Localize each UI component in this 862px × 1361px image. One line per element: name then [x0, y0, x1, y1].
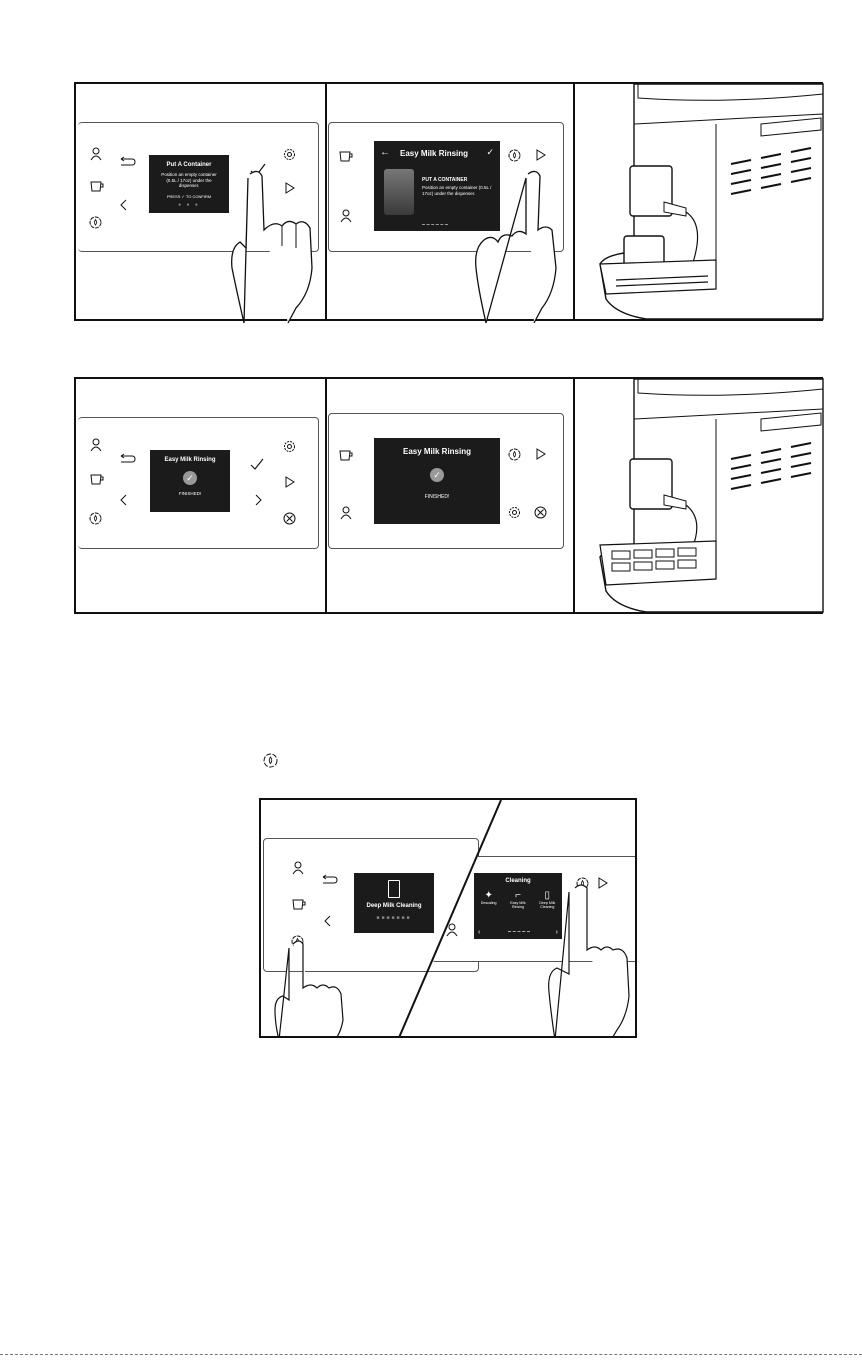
screen-message: Position an empty container (0.5L / 17oz…	[422, 185, 492, 196]
user-icon[interactable]	[90, 147, 102, 161]
page-dots: ■■■■■■■	[376, 915, 412, 921]
container-illustration	[384, 169, 414, 215]
display-screen: Deep Milk Cleaning ■■■■■■■	[354, 873, 434, 933]
menu-item-label: Descaling	[480, 901, 497, 905]
split-divider	[261, 800, 635, 1036]
row2-illustration-frame: Easy Milk Rinsing ✓ FINISHED! Easy Milk …	[74, 377, 824, 614]
screen-title: Deep Milk Cleaning	[366, 903, 422, 909]
row3-illustration-frame: Deep Milk Cleaning ■■■■■■■ Cleaning ✦ De…	[259, 798, 637, 1038]
row2-divider-1	[325, 379, 327, 612]
pointing-hand-icon	[547, 884, 635, 1036]
coffee-machine-illustration	[576, 83, 824, 320]
check-icon[interactable]	[250, 458, 264, 470]
play-icon[interactable]	[598, 877, 608, 889]
menu-item-label: Easy Milk Rinsing	[510, 901, 526, 909]
descaling-icon: ✦	[484, 890, 493, 901]
status-text: FINISHED!	[424, 494, 450, 500]
gear-icon[interactable]	[283, 148, 296, 161]
right-half: Cleaning ✦ Descaling ⌐ Easy Milk Rinsing…	[400, 800, 635, 1036]
cup-icon[interactable]	[339, 450, 353, 462]
display-screen: Put A Container Position an empty contai…	[149, 155, 229, 213]
play-icon[interactable]	[285, 476, 295, 488]
clean-cycle-icon[interactable]	[508, 149, 521, 162]
cup-icon[interactable]	[90, 474, 104, 486]
menu-item-label: Deep Milk Cleaning	[539, 901, 556, 909]
clean-cycle-icon[interactable]	[89, 216, 102, 229]
cup-icon[interactable]	[339, 151, 353, 163]
display-screen: Easy Milk Rinsing ✓ FINISHED!	[150, 450, 230, 512]
menu-item-easy-milk-rinsing[interactable]: ⌐ Easy Milk Rinsing	[505, 890, 531, 909]
check-icon: ✓	[181, 193, 185, 199]
page-dots: ● ● ●	[178, 202, 200, 208]
control-panel: Easy Milk Rinsing ✓ FINISHED!	[328, 413, 564, 549]
user-icon[interactable]	[90, 438, 102, 452]
back-arrow-icon[interactable]: ←	[380, 147, 390, 158]
confirm-label: TO CONFIRM	[185, 193, 212, 199]
play-icon[interactable]	[536, 149, 546, 161]
pointing-hand-icon	[226, 168, 321, 324]
return-arrow-icon[interactable]	[118, 156, 136, 167]
chevron-left-icon[interactable]: ‹	[478, 929, 481, 936]
control-panel: Easy Milk Rinsing ✓ FINISHED!	[78, 417, 319, 549]
chevron-left-icon[interactable]	[324, 915, 332, 927]
chevron-left-icon[interactable]	[120, 199, 128, 211]
play-icon[interactable]	[285, 182, 295, 194]
gear-icon[interactable]	[508, 506, 521, 519]
return-arrow-icon[interactable]	[320, 874, 338, 885]
control-panel: Cleaning ✦ Descaling ⌐ Easy Milk Rinsing…	[431, 856, 635, 962]
press-label: PRESS	[166, 193, 181, 199]
page-bottom-edge	[0, 1354, 862, 1355]
play-icon[interactable]	[536, 448, 546, 460]
row2-divider-2	[573, 379, 575, 612]
screen-title: Put A Container	[166, 162, 212, 168]
screen-title: Cleaning	[505, 878, 531, 884]
stop-icon[interactable]	[534, 506, 547, 519]
status-text: FINISHED!	[178, 491, 202, 496]
user-icon[interactable]	[446, 923, 458, 937]
user-icon[interactable]	[340, 209, 352, 223]
cup-icon[interactable]	[292, 899, 306, 911]
user-icon[interactable]	[340, 506, 352, 520]
user-icon[interactable]	[292, 861, 304, 875]
control-panel: Put A Container Position an empty contai…	[78, 122, 319, 252]
cup-icon[interactable]	[90, 181, 104, 193]
display-screen: ← Easy Milk Rinsing ✓ PUT A CONTAINER Po…	[374, 141, 500, 231]
row1-divider-2	[573, 84, 575, 319]
clean-cycle-icon[interactable]	[508, 448, 521, 461]
screen-message: Position an empty container (0.5L / 17oz…	[161, 172, 217, 188]
return-arrow-icon[interactable]	[118, 453, 136, 464]
deep-milk-cleaning-icon	[388, 880, 400, 898]
clean-cycle-icon[interactable]	[89, 512, 102, 525]
display-screen: Cleaning ✦ Descaling ⌐ Easy Milk Rinsing…	[474, 873, 562, 939]
check-circle-icon: ✓	[430, 468, 444, 482]
menu-item-descaling[interactable]: ✦ Descaling	[476, 890, 502, 909]
rinsing-icon: ⌐	[515, 890, 521, 901]
chevron-right-icon[interactable]: ›	[555, 929, 558, 936]
cleaning-menu: ✦ Descaling ⌐ Easy Milk Rinsing ▯ Deep M…	[474, 890, 562, 909]
press-confirm-instruction: PRESS ✓ TO CONFIRM	[149, 194, 229, 199]
pointing-hand-icon	[273, 940, 353, 1036]
gear-icon[interactable]	[283, 440, 296, 453]
screen-subtitle: PUT A CONTAINER	[422, 177, 468, 183]
display-screen: Easy Milk Rinsing ✓ FINISHED!	[374, 438, 500, 524]
check-icon[interactable]: ✓	[486, 147, 494, 157]
screen-title: Easy Milk Rinsing	[402, 447, 472, 456]
row1-divider-1	[325, 84, 327, 319]
deep-cleaning-icon: ▯	[544, 890, 551, 901]
page-indicator	[422, 224, 448, 225]
coffee-machine-illustration	[576, 378, 824, 613]
stop-icon[interactable]	[283, 512, 296, 525]
chevron-left-icon[interactable]	[120, 494, 128, 506]
page-indicator	[508, 931, 530, 932]
screen-title: Easy Milk Rinsing	[164, 457, 216, 463]
row1-illustration-frame: Put A Container Position an empty contai…	[74, 82, 824, 324]
clean-cycle-icon	[263, 753, 278, 768]
chevron-right-icon[interactable]	[254, 494, 262, 506]
pointing-hand-icon	[472, 168, 567, 324]
check-circle-icon: ✓	[183, 471, 197, 485]
screen-title: Easy Milk Rinsing	[400, 149, 469, 158]
menu-item-deep-milk-cleaning[interactable]: ▯ Deep Milk Cleaning	[534, 890, 560, 909]
